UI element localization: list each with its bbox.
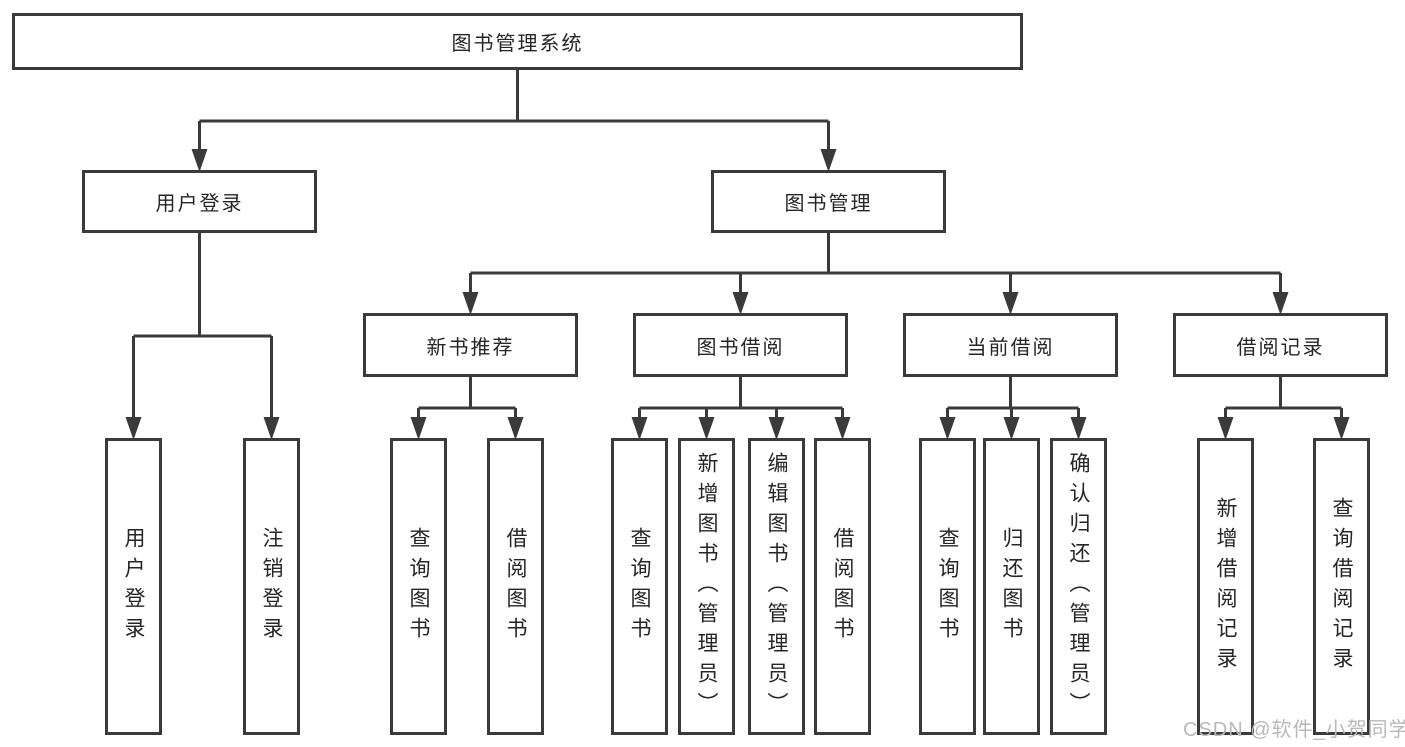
node-user-login: 用户登录 — [82, 170, 317, 233]
leaf-confirm-return-admin-label: 确认归还（管理员） — [1067, 451, 1090, 722]
leaf-user-login-label: 用户登录 — [122, 526, 145, 647]
node-current-borrowing: 当前借阅 — [903, 313, 1118, 377]
leaf-query-books-recommend: 查询图书 — [390, 438, 447, 735]
leaf-query-books-borrowing: 查询图书 — [611, 438, 668, 735]
node-current-borrowing-label: 当前借阅 — [966, 336, 1055, 359]
leaf-return-books: 归还图书 — [983, 438, 1040, 735]
leaf-borrow-books-recommend-label: 借阅图书 — [504, 526, 527, 647]
leaf-add-books-admin: 新增图书（管理员） — [678, 438, 735, 735]
leaf-logout: 注销登录 — [243, 438, 300, 735]
node-book-management-label: 图书管理 — [784, 193, 873, 215]
node-user-login-label: 用户登录 — [155, 193, 244, 215]
leaf-query-books-recommend-label: 查询图书 — [407, 526, 430, 647]
leaf-add-borrow-record: 新增借阅记录 — [1197, 438, 1254, 735]
leaf-logout-label: 注销登录 — [260, 526, 283, 647]
leaf-borrow-books-recommend: 借阅图书 — [487, 438, 544, 735]
leaf-add-books-admin-label: 新增图书（管理员） — [695, 451, 718, 722]
leaf-return-books-label: 归还图书 — [1000, 526, 1023, 647]
leaf-query-books-current: 查询图书 — [919, 438, 976, 735]
node-new-book-recommendation: 新书推荐 — [363, 313, 578, 377]
leaf-user-login: 用户登录 — [105, 438, 162, 735]
leaf-add-borrow-record-label: 新增借阅记录 — [1214, 496, 1237, 677]
node-new-book-recommendation-label: 新书推荐 — [426, 336, 515, 359]
node-borrowing-records: 借阅记录 — [1173, 313, 1388, 377]
leaf-borrow-books-label: 借阅图书 — [831, 526, 854, 647]
leaf-confirm-return-admin: 确认归还（管理员） — [1050, 438, 1107, 735]
node-book-management-system: 图书管理系统 — [12, 13, 1023, 70]
leaf-edit-books-admin-label: 编辑图书（管理员） — [765, 451, 788, 722]
leaf-query-borrow-record: 查询借阅记录 — [1313, 438, 1370, 735]
node-book-borrowing-label: 图书借阅 — [696, 336, 785, 359]
leaf-query-books-current-label: 查询图书 — [936, 526, 959, 647]
node-book-management-system-label: 图书管理系统 — [451, 33, 584, 55]
leaf-query-books-borrowing-label: 查询图书 — [628, 526, 651, 647]
node-borrowing-records-label: 借阅记录 — [1236, 336, 1325, 359]
csdn-watermark: CSDN @软件_小贺同学 — [1183, 719, 1405, 741]
node-book-management: 图书管理 — [711, 170, 946, 233]
leaf-query-borrow-record-label: 查询借阅记录 — [1330, 496, 1353, 677]
node-book-borrowing: 图书借阅 — [633, 313, 848, 377]
leaf-edit-books-admin: 编辑图书（管理员） — [748, 438, 805, 735]
leaf-borrow-books: 借阅图书 — [814, 438, 871, 735]
